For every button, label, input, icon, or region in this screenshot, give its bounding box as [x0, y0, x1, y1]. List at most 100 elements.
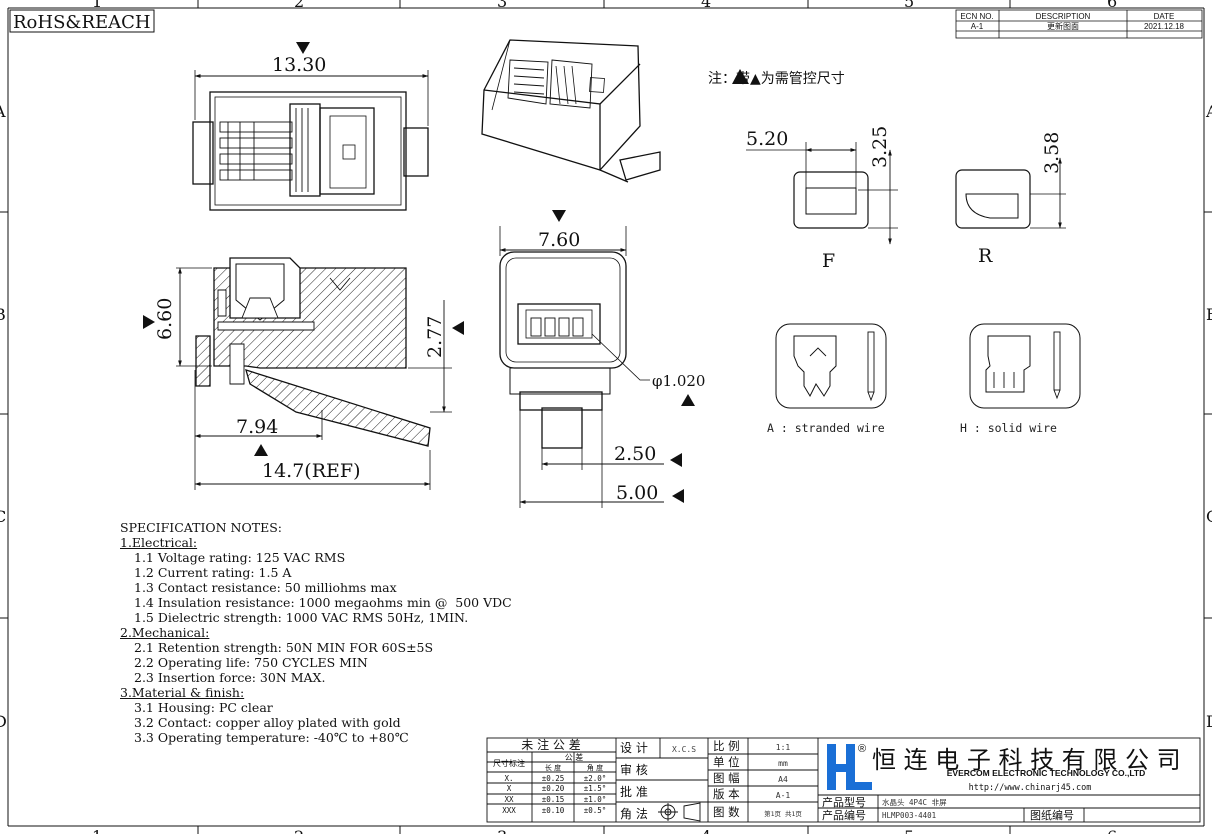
part-value: HLMP003-4401: [882, 811, 936, 820]
field-label-sheets: 图 数: [713, 805, 740, 819]
tol-length-header: 长 度: [545, 763, 561, 772]
tol-row-angle: ±0.5°: [584, 806, 607, 815]
tol-row-length: ±0.20: [542, 784, 565, 793]
zone-bottom-4: 4: [701, 827, 711, 834]
field-label-size: 图 幅: [713, 771, 740, 785]
zone-top-1: 1: [92, 0, 102, 11]
rev-ecn: A-1: [971, 22, 984, 31]
rev-desc: 更新图面: [1047, 21, 1079, 31]
contact-solid: [969, 323, 1081, 409]
model-label: 产品型号: [822, 795, 866, 809]
field-value-unit: mm: [778, 759, 788, 768]
approve-label: 批 准: [620, 784, 648, 799]
control-triangle-icon: [672, 489, 684, 503]
top-view: [192, 70, 429, 211]
hl-logo: ®: [827, 743, 872, 790]
dim-7-94: 7.94: [236, 416, 278, 438]
field-value-scale: 1:1: [776, 743, 791, 752]
rohs-label: RoHS&REACH: [13, 12, 151, 33]
section-view: [176, 257, 452, 490]
tol-row-length: ±0.25: [542, 774, 565, 783]
profile-r: [955, 157, 1066, 229]
company-name-en: EVERCOM ELECTRONIC TECHNOLOGY CO.,LTD: [947, 768, 1146, 778]
control-triangle-icon: [732, 69, 749, 84]
isometric-view: [481, 39, 661, 183]
spec-item: 2.3 Insertion force: 30N MAX.: [134, 670, 326, 685]
zone-bottom-3: 3: [497, 827, 507, 834]
tol-row-angle: ±1.0°: [584, 795, 607, 804]
spec-heading-mechanical: 2.Mechanical:: [120, 625, 210, 640]
control-note: 注：带▲为需管控尺寸: [708, 71, 845, 87]
tol-row-label: X: [507, 784, 512, 793]
registered-mark: ®: [858, 743, 866, 755]
spec-item: 1.1 Voltage rating: 125 VAC RMS: [134, 550, 346, 565]
zone-left-a: A: [0, 102, 6, 121]
tol-row-angle: ±2.0°: [584, 774, 607, 783]
spec-item: 1.5 Dielectric strength: 1000 VAC RMS 50…: [134, 610, 469, 625]
spec-item: 3.3 Operating temperature: -40℃ to +80℃: [134, 730, 409, 745]
rev-header-date: DATE: [1154, 12, 1175, 21]
dim-phi-1-020: φ1.020: [652, 372, 705, 390]
dim-2-77: 2.77: [424, 316, 446, 358]
control-triangle-icon: [681, 394, 695, 406]
control-triangle-icon: [143, 315, 155, 329]
rev-header-ecn: ECN NO.: [960, 12, 993, 21]
designer-name: X.C.S: [672, 745, 696, 754]
spec-heading-material: 3.Material & finish:: [120, 685, 245, 700]
zone-bottom-1: 1: [92, 827, 102, 834]
spec-item: 3.2 Contact: copper alloy plated with go…: [134, 715, 401, 730]
angle-method-label: 角 法: [620, 807, 648, 821]
tol-gong-cha: 公 差: [565, 752, 584, 762]
rev-date: 2021.12.18: [1144, 22, 1185, 31]
tol-angle-header: 角 度: [587, 763, 603, 772]
field-label-version: 版 本: [713, 787, 740, 801]
spec-title: SPECIFICATION NOTES:: [120, 520, 282, 535]
dim-6-60: 6.60: [154, 298, 176, 340]
control-triangle-icon: [670, 453, 682, 467]
zone-top-3: 3: [497, 0, 507, 11]
solid-wire-label: H : solid wire: [960, 421, 1057, 435]
tol-row-label: XXX: [502, 806, 516, 815]
tol-row-label: X.: [504, 774, 513, 783]
title-block: [486, 737, 1201, 823]
field-value-version: A-1: [776, 791, 791, 800]
revision-table: [955, 9, 1203, 39]
zone-right-d: D: [1206, 712, 1212, 731]
tol-row-label: XX: [504, 795, 514, 804]
spec-item: 1.4 Insulation resistance: 1000 megaohms…: [134, 595, 512, 610]
spec-item: 2.2 Operating life: 750 CYCLES MIN: [134, 655, 368, 670]
zone-left-d: D: [0, 712, 7, 731]
drawing-no-label: 图纸编号: [1030, 808, 1074, 822]
tol-row-length: ±0.15: [542, 795, 565, 804]
dim-5-00: 5.00: [616, 482, 658, 504]
dim-5-20: 5.20: [746, 128, 788, 150]
field-value-sheets: 第1页 共1页: [764, 809, 802, 818]
contact-stranded: [775, 323, 887, 409]
tol-title: 未 注 公 差: [521, 737, 580, 752]
spec-item: 2.1 Retention strength: 50N MIN FOR 60S±…: [134, 640, 434, 655]
zone-top-2: 2: [294, 0, 304, 11]
profile-f: [746, 142, 898, 245]
zone-right-a: A: [1205, 102, 1212, 121]
model-value: 水晶头 4P4C 非屏: [882, 797, 947, 807]
company-name-cn: 恒 连 电 子 科 技 有 限 公 司: [872, 746, 1181, 774]
spec-item: 1.2 Current rating: 1.5 A: [134, 565, 292, 580]
zone-left-b: B: [0, 305, 6, 324]
company-url: http://www.chinarj45.com: [969, 783, 1092, 793]
spec-item: 3.1 Housing: PC clear: [134, 700, 273, 715]
dim-3-25: 3.25: [869, 126, 891, 168]
dim-3-58: 3.58: [1041, 132, 1063, 174]
rohs-box: [9, 9, 155, 33]
field-label-scale: 比 例: [713, 739, 740, 753]
review-label: 审 核: [620, 762, 648, 777]
spec-item: 1.3 Contact resistance: 50 milliohms max: [134, 580, 397, 595]
zone-right-c: C: [1206, 507, 1212, 526]
design-label: 设 计: [620, 741, 648, 755]
profile-f-label: F: [822, 250, 835, 272]
dim-13-30: 13.30: [272, 54, 326, 76]
control-triangle-icon: [296, 42, 310, 54]
zone-top-5: 5: [904, 0, 914, 11]
